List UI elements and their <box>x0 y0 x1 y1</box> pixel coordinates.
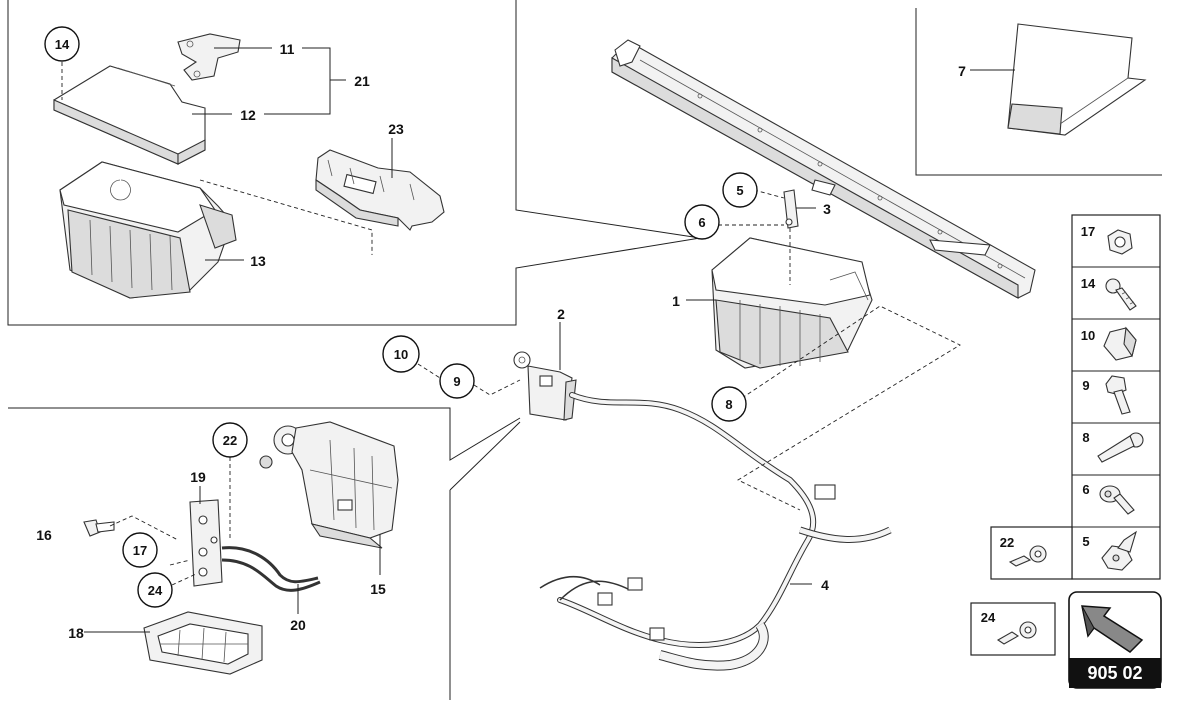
callout-14: 14 <box>44 26 80 62</box>
callout-20: 20 <box>290 617 306 633</box>
navigation-arrow-icon <box>1081 605 1144 653</box>
svg-text:6: 6 <box>698 215 705 230</box>
callout-16: 16 <box>36 527 52 543</box>
callout-7: 7 <box>958 63 966 79</box>
cap-nut-icon <box>1103 326 1137 361</box>
callout-1: 1 <box>672 293 680 309</box>
callout-13: 13 <box>250 253 266 269</box>
long-screw-icon <box>1097 432 1144 463</box>
hardware-legend: 17 14 10 9 8 6 <box>1071 214 1161 580</box>
legend-label-10: 10 <box>1081 328 1095 343</box>
bracket-part-23 <box>315 149 445 231</box>
callout-10: 10 <box>382 335 420 373</box>
nut-icon <box>1107 229 1133 255</box>
section-dividers <box>7 0 1162 700</box>
svg-text:14: 14 <box>55 37 70 52</box>
bolt-icon <box>1105 375 1131 415</box>
legend-label-5: 5 <box>1082 534 1089 549</box>
wiring-harness-part-4 <box>539 392 892 671</box>
legend-label-9: 9 <box>1082 378 1089 393</box>
callout-9: 9 <box>439 363 475 399</box>
cable-lug-icon <box>1008 545 1047 567</box>
leader-lines <box>84 47 1015 633</box>
dashed-leaders <box>61 62 961 586</box>
callout-24: 24 <box>137 572 173 608</box>
callout-5: 5 <box>722 172 758 208</box>
callout-6: 6 <box>684 204 720 240</box>
svg-text:8: 8 <box>725 397 732 412</box>
fuse-box-assembly <box>53 33 241 299</box>
legend-label-8: 8 <box>1082 430 1089 445</box>
svg-text:10: 10 <box>394 347 408 362</box>
page-badge: 905 02 <box>1068 591 1162 689</box>
flange-screw-icon <box>1101 530 1137 571</box>
cable-lug-icon <box>996 621 1037 645</box>
callout-21: 21 <box>354 73 370 89</box>
callout-18: 18 <box>68 625 84 641</box>
callout-12: 12 <box>240 107 256 123</box>
side-rail <box>611 39 1036 299</box>
cover-sheet <box>1007 23 1147 136</box>
legend-label-17: 17 <box>1081 224 1095 239</box>
callout-2: 2 <box>557 306 565 322</box>
callout-3: 3 <box>823 201 831 217</box>
callout-11: 11 <box>280 41 295 57</box>
module-part-2 <box>513 351 577 421</box>
battery-box-part-1 <box>711 237 873 369</box>
svg-text:24: 24 <box>148 583 163 598</box>
svg-text:5: 5 <box>736 183 743 198</box>
callout-22: 22 <box>212 422 248 458</box>
svg-text:17: 17 <box>133 543 147 558</box>
clip-legend-22: 22 <box>990 526 1073 580</box>
svg-text:22: 22 <box>223 433 237 448</box>
callout-19: 19 <box>190 469 206 485</box>
callout-15: 15 <box>370 581 386 597</box>
callout-4: 4 <box>821 577 829 593</box>
svg-text:9: 9 <box>453 374 460 389</box>
legend-label-6: 6 <box>1082 482 1089 497</box>
callout-8: 8 <box>711 386 747 422</box>
plain-callouts: 11 12 21 13 23 7 3 1 2 4 19 16 15 20 18 <box>36 41 966 641</box>
legend-label-24: 24 <box>981 610 996 625</box>
clip-legend-24: 24 <box>970 602 1056 656</box>
screw-icon <box>1105 278 1137 311</box>
torx-screw-icon <box>1099 485 1135 515</box>
page-code: 905 02 <box>1087 663 1142 683</box>
callout-23: 23 <box>388 121 404 137</box>
legend-label-14: 14 <box>1081 276 1096 291</box>
legend-label-22: 22 <box>1000 535 1014 550</box>
lower-bracket-assembly <box>83 421 399 675</box>
clip-part-3 <box>783 189 799 229</box>
callout-17: 17 <box>122 532 158 568</box>
